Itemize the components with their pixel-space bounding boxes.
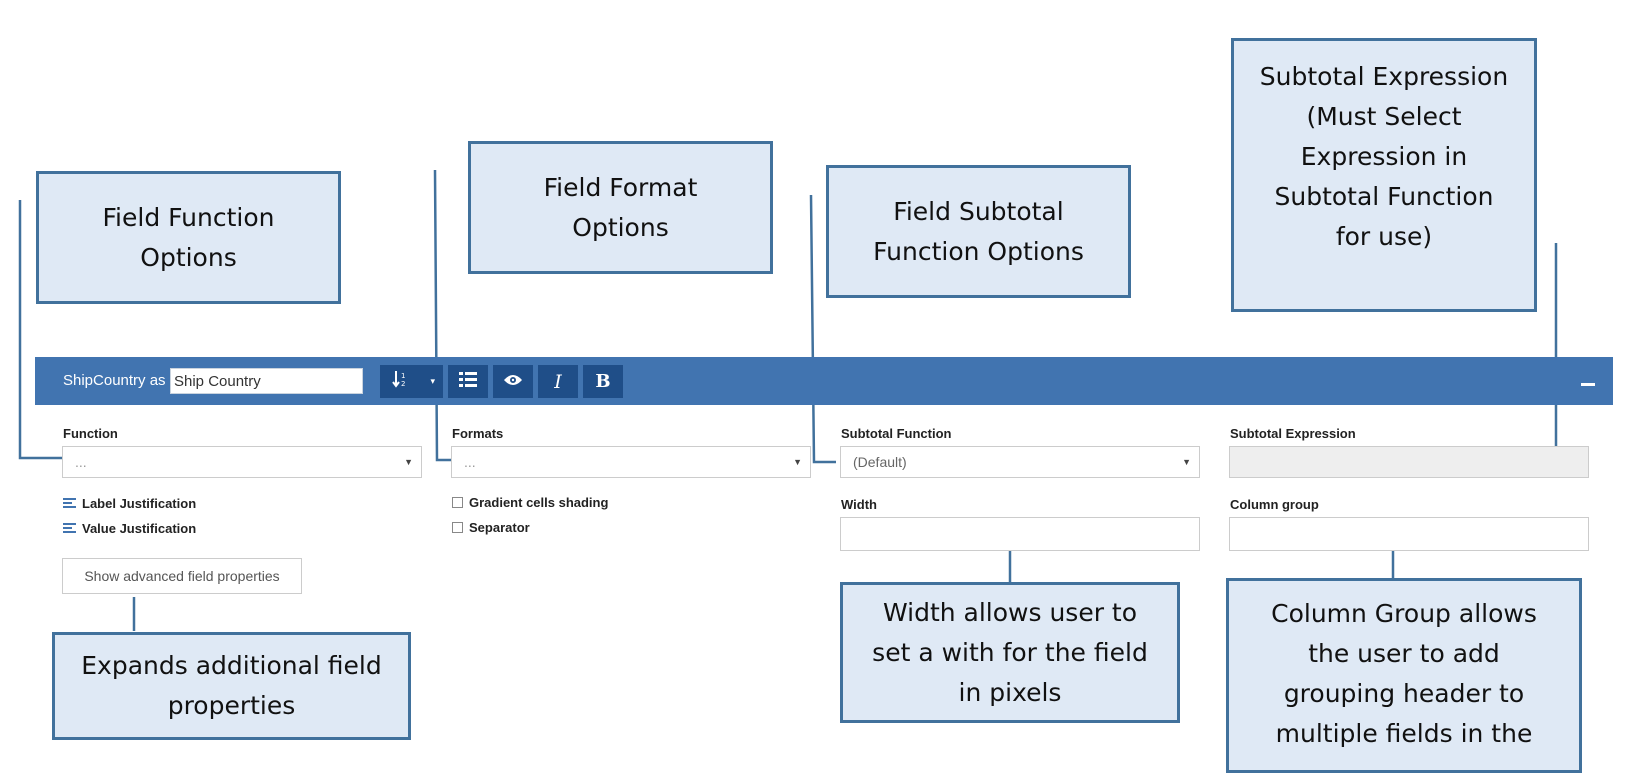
show-advanced-button[interactable]: Show advanced field properties	[62, 558, 302, 594]
callout-column-group: Column Group allows the user to add grou…	[1226, 578, 1582, 773]
formats-select-value: ...	[464, 454, 476, 470]
formats-label: Formats	[452, 426, 504, 441]
chevron-down-icon: ▼	[1182, 457, 1191, 467]
field-toolbar: ShipCountry as 12 ▾ I B	[35, 357, 1613, 405]
separator-text: Separator	[469, 520, 530, 535]
italic-button[interactable]: I	[538, 365, 578, 398]
separator-checkbox[interactable]: Separator	[452, 520, 530, 535]
chevron-down-icon: ▼	[404, 457, 413, 467]
gradient-shading-checkbox[interactable]: Gradient cells shading	[452, 495, 608, 510]
width-input[interactable]	[840, 517, 1200, 551]
chevron-down-icon: ▼	[793, 457, 802, 467]
subtotal-expression-label: Subtotal Expression	[1230, 426, 1356, 441]
callout-field-function: Field Function Options	[36, 171, 341, 304]
value-justification-text: Value Justification	[82, 521, 197, 536]
function-select-value: ...	[75, 454, 87, 470]
gradient-shading-text: Gradient cells shading	[469, 495, 609, 510]
callout-width: Width allows user to set a with for the …	[840, 582, 1180, 723]
list-icon	[459, 371, 477, 392]
svg-text:2: 2	[401, 380, 405, 388]
svg-text:1: 1	[401, 372, 405, 380]
connector-function	[18, 200, 63, 460]
callout-expands-properties: Expands additional field properties	[52, 632, 411, 740]
callout-subtotal-expression: Subtotal Expression (Must Select Express…	[1231, 38, 1537, 312]
callout-field-subtotal: Field Subtotal Function Options	[826, 165, 1131, 298]
column-group-label: Column group	[1230, 497, 1319, 512]
checkbox-icon[interactable]	[452, 497, 463, 508]
value-justification-control[interactable]: Value Justification	[63, 521, 196, 536]
connector-subtotal	[809, 194, 836, 464]
bold-button[interactable]: B	[583, 365, 623, 398]
subtotal-expression-input	[1229, 446, 1589, 478]
align-left-icon	[63, 498, 76, 509]
bold-icon: B	[595, 371, 611, 392]
label-justification-text: Label Justification	[82, 496, 197, 511]
italic-icon: I	[554, 370, 562, 393]
function-select[interactable]: ... ▼	[62, 446, 422, 478]
collapse-icon[interactable]	[1581, 383, 1595, 386]
column-group-input[interactable]	[1229, 517, 1589, 551]
list-button[interactable]	[448, 365, 488, 398]
subtotal-function-label: Subtotal Function	[841, 426, 952, 441]
label-justification-control[interactable]: Label Justification	[63, 496, 196, 511]
width-label: Width	[841, 497, 877, 512]
eye-icon	[503, 372, 523, 392]
subtotal-function-select[interactable]: (Default) ▼	[840, 446, 1200, 478]
dropdown-caret-icon[interactable]: ▾	[430, 376, 435, 386]
field-name-label: ShipCountry as	[63, 372, 166, 389]
checkbox-icon[interactable]	[452, 522, 463, 533]
subtotal-function-value: (Default)	[853, 454, 907, 470]
field-alias-input[interactable]	[170, 368, 363, 394]
visibility-button[interactable]	[493, 365, 533, 398]
formats-select[interactable]: ... ▼	[451, 446, 811, 478]
align-left-icon	[63, 523, 76, 534]
callout-field-format: Field Format Options	[468, 141, 773, 274]
function-label: Function	[63, 426, 118, 441]
